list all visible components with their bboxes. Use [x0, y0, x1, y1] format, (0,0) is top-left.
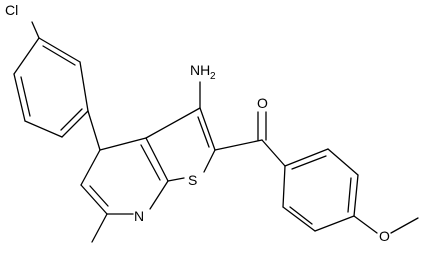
atom-label-carbonyl-oxygen: O [257, 95, 268, 111]
atom-label-methoxy-oxygen: O [379, 228, 390, 244]
chlorophenyl-ring [13, 37, 89, 138]
atom-label-nh: NH [190, 62, 210, 78]
atom-label-nh2-subscript: 2 [210, 71, 216, 82]
aryl-link-bond [87, 110, 101, 151]
atom-label-nitrogen: N [134, 208, 144, 224]
carbonyl-group [214, 111, 286, 167]
o-methyl-bond [390, 217, 419, 234]
atom-label-sulfur: S [188, 172, 197, 188]
c-cl-bond [31, 21, 40, 39]
thiophene-ring [145, 107, 216, 182]
methoxyphenyl-ring [282, 148, 359, 232]
pyridine-ring [80, 137, 169, 215]
atom-label-cl: Cl [5, 2, 18, 18]
methyl-bond [91, 213, 108, 243]
o-aryl-bond [353, 215, 378, 234]
